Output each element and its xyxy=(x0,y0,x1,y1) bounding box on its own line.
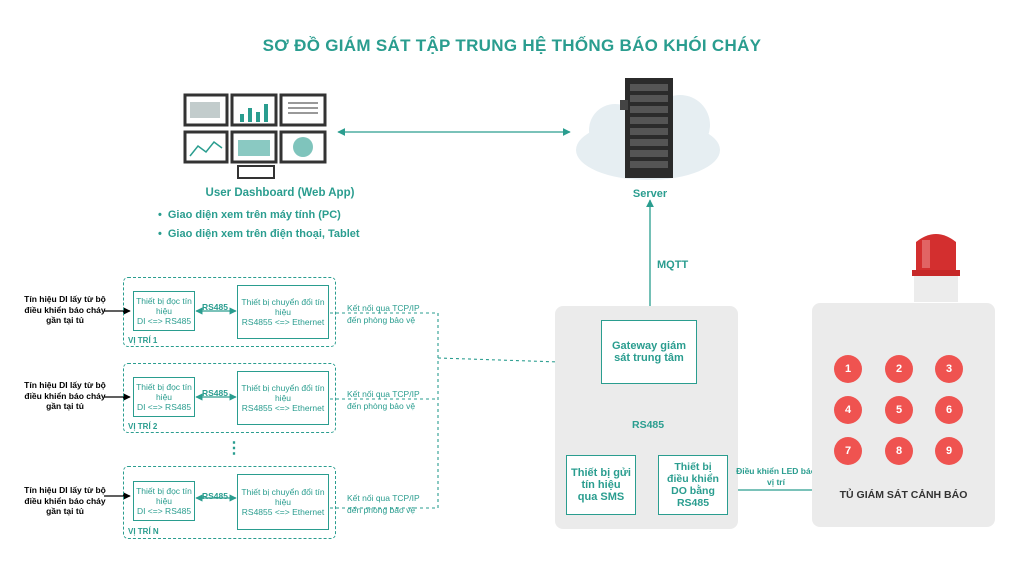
converter-device-n: Thiết bị chuyển đổi tín hiệu RS4855 <=> … xyxy=(237,474,329,530)
reader-title: Thiết bị đọc tín hiệu xyxy=(136,486,192,506)
rs485-label-1: RS485 xyxy=(202,302,228,312)
alarm-indicator-5: 5 xyxy=(885,396,913,424)
connection-text: Kết nối qua TCP/IP xyxy=(347,493,420,503)
connection-text: Kết nối qua TCP/IP xyxy=(347,303,420,313)
sms-device-box: Thiết bị gửi tín hiệu qua SMS xyxy=(566,455,636,515)
gateway-box: Gateway giám sát trung tâm xyxy=(601,320,697,384)
connection-text: Kết nối qua TCP/IP xyxy=(347,389,420,399)
connection-sub: đến phòng bảo vệ xyxy=(347,505,416,515)
rs485-label-2: RS485 xyxy=(202,388,228,398)
do-device-box: Thiết bị điều khiển DO bằng RS485 xyxy=(658,455,728,515)
dashboard-monitors-icon xyxy=(183,93,327,179)
page-title: SƠ ĐỒ GIÁM SÁT TẬP TRUNG HỆ THỐNG BÁO KH… xyxy=(262,36,762,55)
location-group-n xyxy=(123,466,336,539)
led-control-label: Điều khiển LED báo vị trí xyxy=(736,466,816,487)
connection-label-n: Kết nối qua TCP/IP đến phòng bảo vệ xyxy=(347,492,420,516)
connection-sub: đến phòng bảo vệ xyxy=(347,401,416,411)
server-label: Server xyxy=(632,188,668,200)
reader-device-n: Thiết bị đọc tín hiệu DI <=> RS485 xyxy=(133,481,195,521)
reader-device-2: Thiết bị đọc tín hiệu DI <=> RS485 xyxy=(133,377,195,417)
dashboard-bullet-list: Giao diện xem trên máy tính (PC) Giao di… xyxy=(158,206,360,244)
reader-sub: DI <=> RS485 xyxy=(136,316,192,326)
location-group-1 xyxy=(123,277,336,347)
converter-title: Thiết bị chuyển đổi tín hiệu xyxy=(241,383,325,403)
ellipsis: ⋮ xyxy=(226,440,242,457)
converter-sub: RS4855 <=> Ethernet xyxy=(241,403,325,413)
signal-label-2: Tín hiệu DI lấy từ bộ điều khiển báo chá… xyxy=(24,380,106,411)
dashboard-label: User Dashboard (Web App) xyxy=(205,187,355,199)
gateway-rs485-label: RS485 xyxy=(632,419,665,431)
converter-sub: RS4855 <=> Ethernet xyxy=(241,317,325,327)
converter-title: Thiết bị chuyển đổi tín hiệu xyxy=(241,297,325,317)
alarm-indicator-8: 8 xyxy=(885,437,913,465)
reader-device-1: Thiết bị đọc tín hiệu DI <=> RS485 xyxy=(133,291,195,331)
alarm-indicator-1: 1 xyxy=(834,355,862,383)
location-name-n: VỊ TRÍ N xyxy=(128,527,159,536)
warning-beacon-icon xyxy=(912,234,960,302)
alarm-indicator-6: 6 xyxy=(935,396,963,424)
reader-title: Thiết bị đọc tín hiệu xyxy=(136,382,192,402)
converter-title: Thiết bị chuyển đổi tín hiệu xyxy=(241,487,325,507)
dashboard-bullet: Giao diện xem trên máy tính (PC) xyxy=(158,206,360,225)
signal-label-n: Tín hiệu DI lấy từ bộ điều khiển báo chá… xyxy=(24,485,106,516)
alarm-indicator-3: 3 xyxy=(935,355,963,383)
location-name-1: VỊ TRÍ 1 xyxy=(128,336,158,345)
server-cloud-icon xyxy=(576,78,720,180)
reader-sub: DI <=> RS485 xyxy=(136,402,192,412)
connection-label-1: Kết nối qua TCP/IP đến phòng bảo vệ xyxy=(347,302,420,326)
converter-sub: RS4855 <=> Ethernet xyxy=(241,507,325,517)
rs485-label-n: RS485 xyxy=(202,491,228,501)
connection-sub: đến phòng bảo vệ xyxy=(347,315,416,325)
reader-title: Thiết bị đọc tín hiệu xyxy=(136,296,192,316)
reader-sub: DI <=> RS485 xyxy=(136,506,192,516)
connection-label-2: Kết nối qua TCP/IP đến phòng bảo vệ xyxy=(347,388,420,412)
alarm-indicator-7: 7 xyxy=(834,437,862,465)
converter-device-2: Thiết bị chuyển đổi tín hiệu RS4855 <=> … xyxy=(237,371,329,425)
alarm-indicator-2: 2 xyxy=(885,355,913,383)
location-name-2: VỊ TRÍ 2 xyxy=(128,422,158,431)
alarm-panel-label: TỦ GIÁM SÁT CẢNH BÁO xyxy=(839,489,968,501)
signal-label-1: Tín hiệu DI lấy từ bộ điều khiển báo chá… xyxy=(24,294,106,325)
location-group-2 xyxy=(123,363,336,433)
mqtt-label: MQTT xyxy=(657,259,689,271)
alarm-indicator-9: 9 xyxy=(935,437,963,465)
converter-device-1: Thiết bị chuyển đổi tín hiệu RS4855 <=> … xyxy=(237,285,329,339)
alarm-indicator-4: 4 xyxy=(834,396,862,424)
dashboard-bullet: Giao diện xem trên điện thoại, Tablet xyxy=(158,225,360,244)
